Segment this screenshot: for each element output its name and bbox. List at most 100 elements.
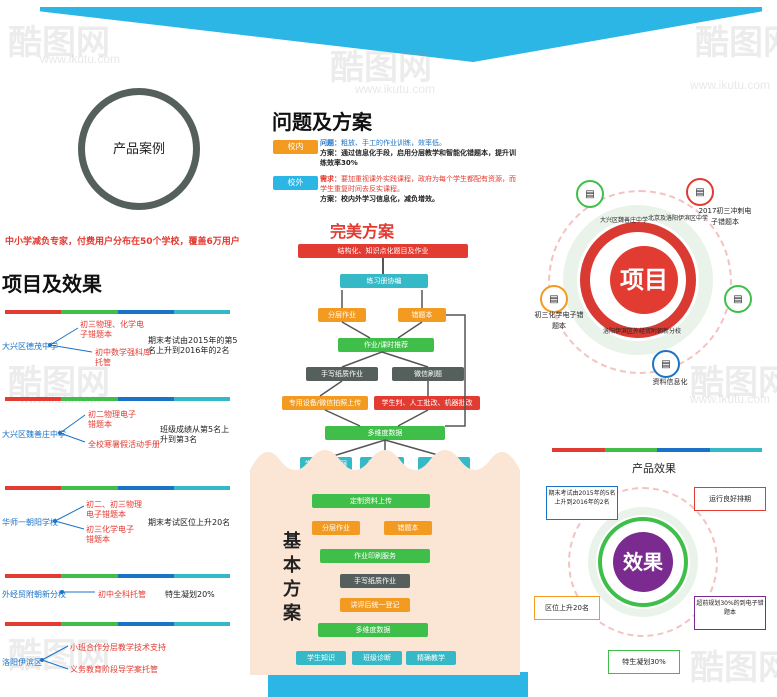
flow-step: 定制资料上传 [312, 494, 430, 508]
flow-step: 讲评后统一登记 [340, 598, 410, 612]
effect-center: 效果 [613, 532, 673, 592]
connector-lines [40, 327, 95, 670]
flow-step: 作业/课时推荐 [338, 338, 434, 352]
demand-label: 需求： [320, 175, 341, 183]
ring-text: 洛阳伊滨区外经贸附朝新分校 [602, 328, 681, 335]
solution-label: 方案： [320, 149, 341, 157]
school-name: 外经贸附朝新分校 [2, 590, 66, 599]
flow-step: 微信刷题 [392, 367, 464, 381]
effect-box: 区位上升20名 [534, 596, 600, 620]
watermark: 酷图网 [690, 364, 777, 402]
school-name: 洛阳伊滨区 [2, 658, 42, 667]
row-result: 班级成绩从第5名上升到第3名 [160, 425, 230, 444]
ring-text: 大兴区魏善庄中学 [600, 217, 649, 224]
flow-step: 班级诊断 [352, 651, 402, 665]
doc-icon: ▤ [686, 178, 714, 206]
tag-school-in: 校内 [273, 140, 318, 154]
doc-icon: ▤ [540, 285, 568, 313]
case-title: 产品案例 [112, 142, 165, 157]
basic-title: 基本方案 [283, 531, 301, 624]
demand-text: 要加重视课外实践课程，政府为每个学生都配有资源，而学生重复时间去反实课程。 [320, 175, 516, 193]
flow-step: 错题本 [398, 308, 446, 322]
flow-step: 分层作业 [312, 521, 360, 535]
effect-title: 产品效果 [632, 462, 676, 475]
row-item: 小班合作分层教学技术支持 [70, 643, 166, 652]
school-name: 大兴区德茂中学 [2, 342, 58, 351]
icon-label: 资料信息化 [652, 378, 688, 386]
effect-box: 特生凝划30% [608, 650, 680, 674]
watermark: 酷图网 [8, 364, 110, 402]
row-divider [5, 310, 230, 314]
section-title-problems: 问题及方案 [272, 110, 372, 134]
flow-step: 分层作业 [318, 308, 366, 322]
row-item: 初三化学电子错题本 [86, 525, 134, 544]
problem-label: 问题： [320, 139, 341, 147]
watermark: 酷图网 [330, 49, 432, 87]
school-name: 大兴区魏善庄中学 [2, 430, 66, 439]
row-item: 初二物理电子错题本 [88, 410, 136, 429]
flow-step: 学生知识 [296, 651, 346, 665]
row-item: 初中数学强科库托管 [95, 348, 151, 367]
effect-divider [552, 448, 762, 452]
doc-icon: ▤ [652, 350, 680, 378]
flow-arrows [319, 290, 466, 458]
project-center: 项目 [610, 246, 678, 314]
watermark-url: www.ikutu.com [690, 78, 771, 92]
icon-label: 初三化学电子错题本 [534, 311, 584, 330]
flow-step: 结构化、知识点化题目及作业 [298, 244, 468, 258]
row-item: 初中全科托管 [98, 590, 146, 599]
watermark: 酷图网 [8, 24, 110, 62]
icon-label: 2017初三冲刺电子错题本 [698, 207, 752, 226]
effect-box: 超前规划30%的到电子错题本 [694, 596, 766, 630]
problem-text: 粗放、手工的作业训练，效率低。 [341, 139, 446, 147]
watermark: 酷图网 [690, 649, 777, 687]
doc-icon: ▤ [576, 180, 604, 208]
project-inner-ring [580, 222, 696, 338]
flow-step: 手写纸质作业 [306, 367, 378, 381]
flow-step: 专用设备/微信拍照上传 [282, 396, 368, 410]
project-outer-ring [548, 190, 732, 374]
effect-mid-ring [588, 507, 698, 617]
solution-text: 校内外学习信息化，减负增效。 [341, 195, 439, 203]
watermark-url: www.ikutu.com [355, 82, 436, 96]
flow-step: 多维度数据 [318, 623, 428, 637]
watermark-url: www.ikutu.com [690, 392, 771, 406]
flow-step: 作业印刷服务 [320, 549, 430, 563]
row-item: 初二、初三物理电子错题本 [86, 500, 142, 519]
tag-school-out: 校外 [273, 176, 318, 190]
case-ring [78, 88, 200, 210]
perfect-title: 完美方案 [330, 222, 395, 241]
flow-step: 练习册协编 [340, 274, 428, 288]
flow-step: 错题本 [384, 521, 432, 535]
doc-icon: ▤ [724, 285, 752, 313]
row-result: 特生凝划20% [165, 590, 215, 599]
row-result: 期末考试区位上升20名 [148, 518, 231, 527]
row-divider [5, 486, 230, 490]
headline: 中小学减负专家，付费用户分布在50个学校，覆盖6万用户 [5, 237, 240, 247]
flow-step: 学生判、人工批改、机器批改 [374, 396, 480, 410]
effect-box: 期末考试由2015年的5名上升到2016年的2名 [546, 486, 618, 520]
watermark-url: www.ikutu.com [40, 52, 121, 66]
effect-outer-ring [568, 487, 718, 637]
solution-label: 方案： [320, 195, 341, 203]
watermark: 酷图网 [695, 24, 777, 62]
row-divider [5, 622, 230, 626]
school-name: 华师一朝阳学校 [2, 518, 58, 527]
solution-text: 通过信息化手段，启用分层教学和智能化错题本，提升训练效率30% [320, 149, 516, 167]
row-item: 初三物理、化学电子错题本 [80, 320, 144, 339]
bottom-banner [268, 672, 528, 697]
section-title-projects: 项目及效果 [2, 272, 102, 296]
flow-step: 多维度数据 [325, 426, 445, 440]
flow-step: 精确教学 [406, 651, 456, 665]
row-divider [5, 397, 230, 401]
row-divider [5, 574, 230, 578]
flow-arrow [382, 258, 384, 274]
row-item: 全校寒暑假活动手册 [88, 440, 160, 449]
row-item: 义务教育阶段导学案托管 [70, 665, 158, 674]
ring-text: 北京及洛阳伊滨区中学 [648, 215, 709, 222]
row-result: 期末考试由2015年的第5名上升到2016年的2名 [148, 336, 238, 355]
flow-step: 手写纸质作业 [340, 574, 410, 588]
watermark: 酷图网 [8, 637, 110, 675]
effect-box: 运行良好排期 [694, 487, 766, 511]
effect-inner-ring [598, 517, 688, 607]
